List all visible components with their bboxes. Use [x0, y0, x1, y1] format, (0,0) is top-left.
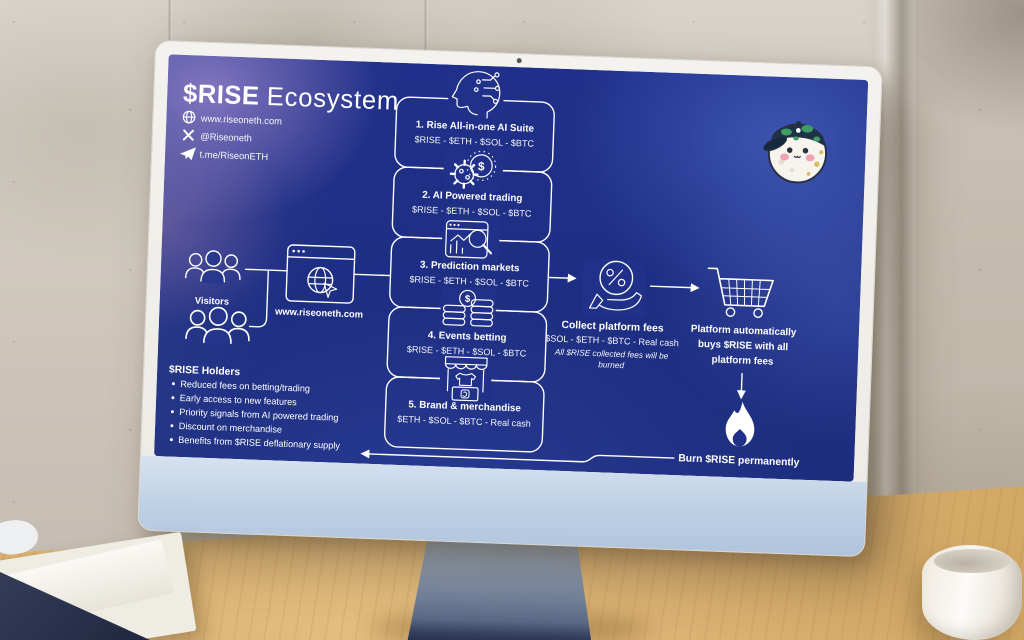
product-title: 5. Brand & merchandise	[408, 399, 521, 414]
visitors-label: Visitors	[195, 294, 230, 306]
social-links: www.riseoneth.com @Riseoneth t.me/Riseon…	[179, 110, 283, 162]
title-rest: Ecosystem	[266, 83, 399, 116]
people-icon	[184, 249, 242, 286]
wall-column	[916, 0, 1024, 540]
product-title: 3. Prediction markets	[420, 260, 520, 275]
buyback-label: platform fees	[711, 354, 774, 367]
visitors-node: Visitors	[184, 249, 242, 307]
fees-title: Collect platform fees	[561, 320, 664, 335]
fees-note: burned	[598, 359, 624, 370]
svg-text:$: $	[478, 159, 485, 173]
products-to-fees-arrow	[547, 273, 577, 283]
product-currencies: $RISE - $ETH - $SOL - $BTC	[407, 344, 527, 358]
product-currencies: $RISE - $ETH - $SOL - $BTC	[409, 274, 529, 288]
benefit-item: Benefits from $RISE deflationary supply	[178, 435, 340, 451]
fees-to-buyback-arrow	[649, 283, 700, 293]
benefit-item: Reduced fees on betting/trading	[180, 379, 310, 394]
webcam-dot	[516, 58, 522, 64]
holders-junction-line	[248, 269, 270, 328]
website-label: www.riseoneth.com	[274, 305, 363, 319]
gears-dollar-icon: $	[442, 146, 504, 193]
flame-icon	[725, 401, 755, 447]
svg-text:$: $	[465, 294, 471, 305]
benefit-item: Early access to new features	[180, 393, 298, 407]
cart-icon	[707, 267, 774, 319]
rolled-paper	[922, 545, 1022, 640]
holders-title: $RISE Holders	[169, 364, 241, 378]
monitor: $RISE Ecosystem www.riseoneth.com @Riseo…	[137, 39, 883, 558]
people-icon	[185, 305, 251, 347]
benefit-item: Discount on merchandise	[179, 421, 283, 435]
burn-to-holders-arrow	[360, 449, 675, 463]
ecosystem-diagram: $RISE Ecosystem www.riseoneth.com @Riseo…	[169, 68, 828, 469]
website-to-products-line	[353, 273, 392, 277]
x-handle: @Riseoneth	[200, 130, 252, 143]
flow-connectors	[244, 268, 746, 463]
website-node: www.riseoneth.com	[274, 244, 363, 320]
chart-search-icon	[441, 215, 501, 264]
buyback-label: Platform automatically	[691, 324, 797, 339]
product-title: 2. AI Powered trading	[422, 190, 523, 205]
product-title: 1. Rise All-in-one AI Suite	[415, 119, 534, 134]
ai-head-icon	[447, 68, 505, 119]
buyback-label: buys $RISE with all	[698, 339, 789, 353]
x-icon	[182, 129, 195, 141]
coins-icon: $	[439, 286, 497, 333]
product-currencies: $RISE - $ETH - $SOL - $BTC	[412, 204, 532, 218]
page-title: $RISE Ecosystem	[183, 80, 400, 116]
burn-label: Burn $RISE permanently	[678, 453, 800, 469]
product-currencies: $RISE - $ETH - $SOL - $BTC	[414, 134, 534, 148]
screen: $RISE Ecosystem www.riseoneth.com @Riseo…	[153, 54, 869, 482]
holders-benefits: Reduced fees on betting/trading Early ac…	[169, 379, 341, 451]
visitors-to-website-line	[244, 268, 288, 272]
browser-globe-icon	[285, 244, 356, 304]
benefit-item: Priority signals from AI powered trading	[179, 407, 338, 423]
buyback-node: Platform automatically buys $RISE with a…	[691, 267, 797, 368]
product-currencies: $ETH - $SOL - $BTC - Real cash	[397, 414, 531, 429]
telegram-link: t.me/RiseonETH	[199, 148, 268, 162]
fees-currencies: $SOL - $ETH - $BTC - Real cash	[545, 333, 679, 348]
burn-node: Burn $RISE permanently	[678, 401, 800, 469]
website-link: www.riseoneth.com	[200, 112, 283, 126]
telegram-icon	[179, 147, 196, 161]
product-title: 4. Events betting	[428, 330, 507, 344]
buyback-to-burn-arrow	[736, 372, 746, 400]
holders-node: $RISE Holders Reduced fees on betting/tr…	[169, 305, 341, 451]
market-stall-icon	[439, 354, 493, 405]
title-token: $RISE	[183, 80, 260, 111]
percent-hand-icon	[581, 257, 647, 318]
fees-note: All $RISE collected fees will be	[554, 347, 669, 361]
fees-node: Collect platform fees $SOL - $ETH - $BTC…	[545, 257, 679, 370]
moon-mascot-icon	[763, 120, 828, 184]
monitor-stand	[407, 536, 596, 640]
globe-icon	[182, 110, 196, 124]
